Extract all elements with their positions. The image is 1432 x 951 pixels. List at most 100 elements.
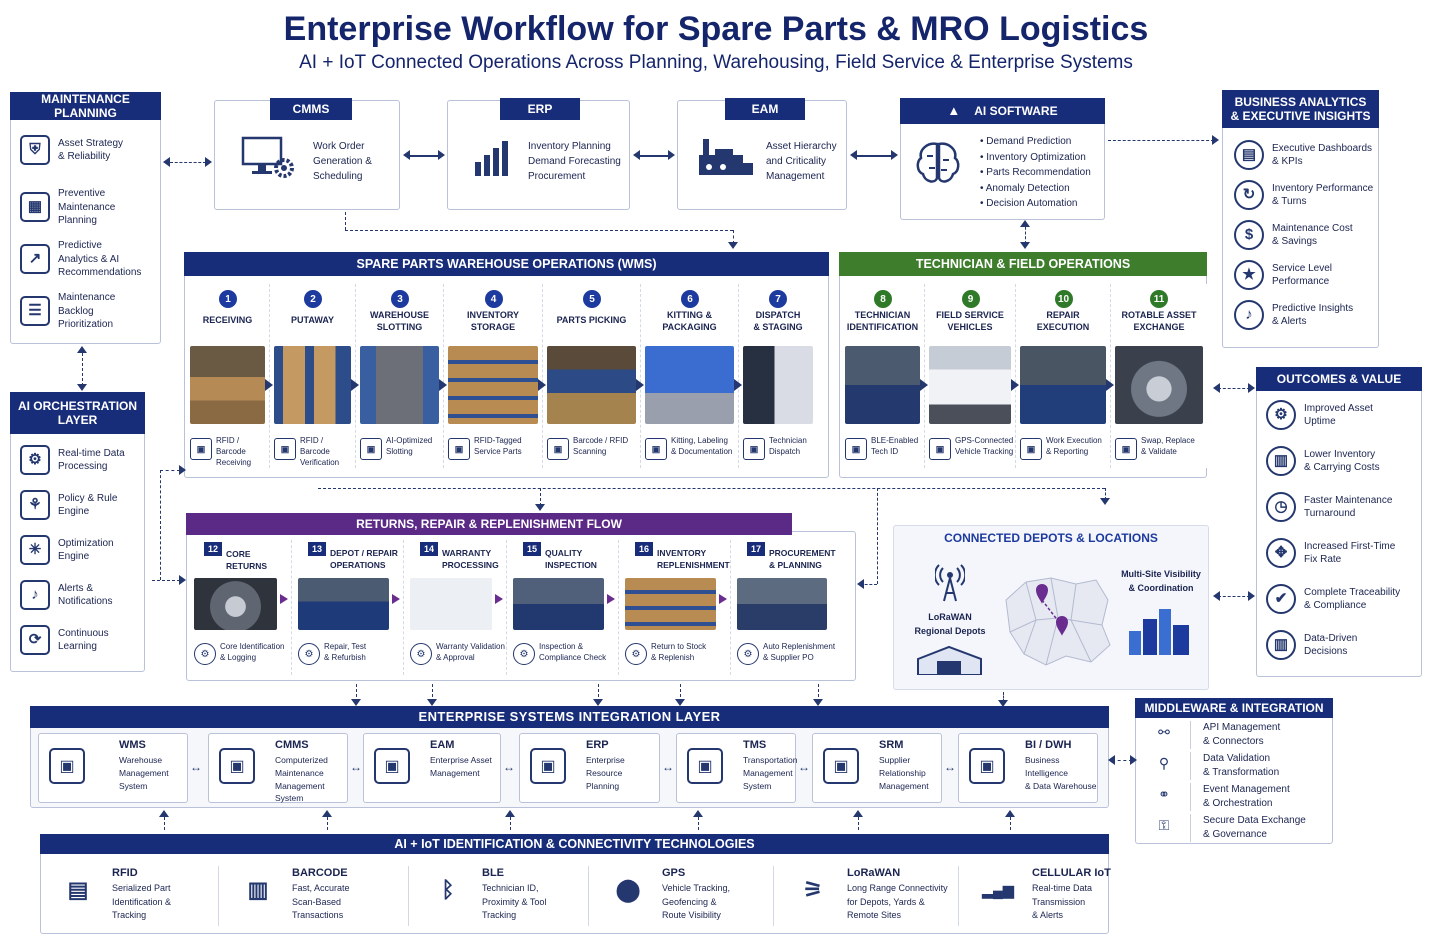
arrow-head xyxy=(1248,591,1255,601)
ai-items-label: Real-time Data Processing xyxy=(58,447,125,473)
wms-stages-step-number: 5 xyxy=(583,290,601,308)
mp-items-item: ☰Maintenance Backlog Prioritization xyxy=(20,291,160,332)
warehouse-icon xyxy=(912,645,987,676)
field-stages-caption: Work Execution & Reporting xyxy=(1046,436,1102,456)
arrow-head xyxy=(998,700,1008,707)
returns-caption-icon: ⚙ xyxy=(298,643,320,665)
out-items-item: ⚙Improved Asset Uptime xyxy=(1266,400,1420,430)
maintenance-planning-header: MAINTENANCE PLANNING xyxy=(10,92,161,120)
middleware-icon: ⚲ xyxy=(1158,755,1170,771)
system-icon: ▣ xyxy=(219,748,255,784)
flow-arrow xyxy=(719,594,727,604)
calendar-icon: ▦ xyxy=(20,192,50,223)
barcode-icon: ▥ xyxy=(247,877,269,902)
field-stages-stage-name: TECHNICIAN IDENTIFICATION xyxy=(846,310,919,332)
ai-software-bullets: • Demand Prediction• Inventory Optimizat… xyxy=(980,134,1091,212)
returns-stage-name: DEPOT / REPAIR OPERATIONS xyxy=(330,548,398,571)
returns-caption: Return to Stock & Replenish xyxy=(651,642,707,662)
field-stages-caption: Swap, Replace & Validate xyxy=(1141,436,1195,456)
ai-orchestration-header: AI ORCHESTRATION LAYER xyxy=(10,392,145,434)
bi-items-label: Service Level Performance xyxy=(1272,262,1333,288)
mp-items-item: ▦ Preventive Maintenance Planning xyxy=(20,187,160,228)
mp-items-label: Preventive Maintenance Planning xyxy=(58,188,116,226)
arrow-head xyxy=(1213,591,1220,601)
connector-line xyxy=(877,488,878,584)
tech-description: Fast, Accurate Scan-Based Transactions xyxy=(292,883,350,920)
tech-name: GPS xyxy=(662,867,686,879)
field-stages-caption-icon: ▣ xyxy=(845,438,867,460)
arrow-head xyxy=(322,810,332,817)
connector-line xyxy=(1003,692,1004,702)
arrow-head xyxy=(77,384,87,391)
ai-bullet: • Inventory Optimization xyxy=(980,151,1086,163)
burst-icon: ✳ xyxy=(20,535,50,565)
returns-band-header: RETURNS, REPAIR & REPLENISHMENT FLOW xyxy=(186,513,792,535)
out-items-label: Improved Asset Uptime xyxy=(1304,402,1373,428)
returns-photo xyxy=(625,578,716,630)
system-icon: ▣ xyxy=(374,748,410,784)
returns-caption-icon: ⚙ xyxy=(513,643,535,665)
field-stages-photo xyxy=(845,346,920,424)
field-stages-stage-name: ROTABLE ASSET EXCHANGE xyxy=(1121,310,1197,332)
system-name: WMS xyxy=(119,739,146,751)
ai-items-item: ⚙Real-time Data Processing xyxy=(20,445,145,475)
ai-software-header: ▲AI SOFTWARE xyxy=(900,98,1105,124)
cmms-text: Work Order Generation & Scheduling xyxy=(313,141,372,182)
ai-bullet: • Parts Recommendation xyxy=(980,167,1091,178)
business-analytics-header: BUSINESS ANALYTICS & EXECUTIVE INSIGHTS xyxy=(1222,90,1379,128)
flow-arrow xyxy=(636,379,644,391)
arrow-head xyxy=(163,157,170,167)
wms-stages-caption-icon: ▣ xyxy=(360,438,382,460)
mp-items-label: Maintenance Backlog Prioritization xyxy=(58,292,116,330)
connector-line xyxy=(818,684,819,702)
line-chart-icon: ↗ xyxy=(20,244,50,275)
tech-description: Serialized Part Identification & Trackin… xyxy=(112,883,172,920)
arrow-head xyxy=(179,575,186,585)
arrow-head xyxy=(438,150,445,160)
location-pin-icon: ⬤ xyxy=(615,877,641,902)
arrow-head xyxy=(535,504,545,511)
wms-stages-caption-icon: ▣ xyxy=(274,438,296,460)
middleware-divider xyxy=(1190,814,1191,842)
field-stages-step-number: 8 xyxy=(874,290,892,308)
arrow-head xyxy=(205,157,212,167)
bidirectional-arrow: ↔ xyxy=(350,760,362,774)
map-icon xyxy=(996,570,1116,670)
flow-arrow xyxy=(265,379,273,391)
arrow-head xyxy=(1212,135,1219,145)
field-stages-photo xyxy=(929,346,1011,424)
returns-caption-icon: ⚙ xyxy=(737,643,759,665)
bi-items-item: $Maintenance Cost & Savings xyxy=(1234,220,1384,250)
connector-line xyxy=(356,684,357,702)
connector-line xyxy=(164,812,165,830)
system-description: Business Intelligence & Data Warehouse xyxy=(1025,755,1097,791)
arrow-head xyxy=(1130,755,1137,765)
cmms-header: CMMS xyxy=(270,98,352,120)
connector-line xyxy=(160,470,180,471)
wms-stages-caption-icon: ▣ xyxy=(645,438,667,460)
connector-line xyxy=(152,580,180,581)
bi-items-item: ♪Predictive Insights & Alerts xyxy=(1234,300,1384,330)
wms-stages-step-number: 4 xyxy=(484,290,503,308)
arrow-head xyxy=(693,810,703,817)
page-title: Enterprise Workflow for Spare Parts & MR… xyxy=(283,10,1149,48)
field-stages-stage-name: FIELD SERVICE VEHICLES xyxy=(936,310,1004,332)
field-stages-caption: BLE-Enabled Tech ID xyxy=(871,436,919,456)
field-stages-caption-icon: ▣ xyxy=(1115,438,1137,460)
tech-divider xyxy=(218,866,219,926)
wms-stages-stage-name: PUTAWAY xyxy=(290,315,334,325)
learning-icon: ⟳ xyxy=(20,625,50,655)
arrow-head xyxy=(853,810,863,817)
mp-items-label: Asset Strategy & Reliability xyxy=(58,137,124,163)
ai-items-label: Alerts & Notifications xyxy=(58,582,113,608)
bell-icon: ♪ xyxy=(20,580,50,610)
arrow-head xyxy=(1020,220,1030,227)
